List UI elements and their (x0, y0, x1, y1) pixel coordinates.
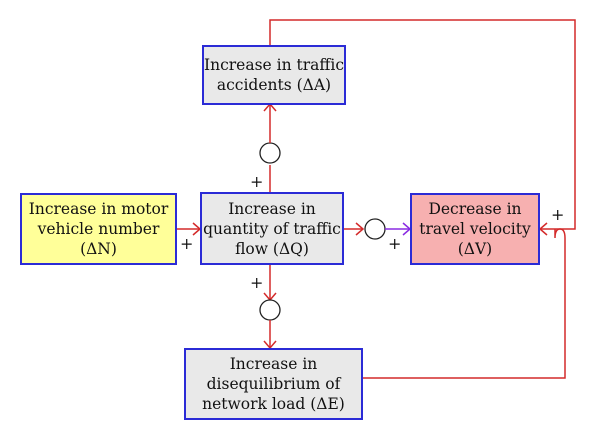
arrowhead-circle-right (355, 222, 365, 236)
plus-sign-velocity-right: + (551, 205, 565, 224)
junction-circle-right (364, 218, 386, 240)
junction-circle-down (259, 299, 281, 321)
node-label-line: disequilibrium of (206, 375, 341, 393)
node-label-line: Increase in traffic (203, 56, 345, 74)
node-network-load-disequilibrium: Increase in disequilibrium of network lo… (184, 348, 363, 420)
node-label-line: travel velocity (419, 220, 531, 238)
node-travel-velocity: Decrease in travel velocity (ΔV) (410, 193, 540, 265)
plus-sign-down: + (250, 273, 264, 292)
node-traffic-flow: Increase in quantity of traffic flow (ΔQ… (200, 192, 344, 265)
node-label-line: Increase in motor (28, 200, 169, 218)
node-motor-vehicle-number: Increase in motor vehicle number (ΔN) (20, 193, 177, 265)
junction-circle-up (259, 142, 281, 164)
feedback-line-accidents (269, 19, 576, 230)
node-label-line: (ΔN) (80, 240, 117, 258)
node-label-line: network load (ΔE) (202, 395, 345, 413)
node-label-line: accidents (ΔA) (216, 76, 332, 94)
plus-sign-right: + (388, 234, 402, 253)
node-label-line: (ΔV) (457, 240, 493, 258)
plus-sign-up: + (250, 172, 264, 191)
node-label-line: Increase in (228, 199, 316, 218)
feedback-line-disequilibrium (363, 228, 566, 379)
node-label-line: Increase in (229, 355, 318, 373)
node-label-line: Decrease in (428, 200, 522, 218)
plus-sign-left: + (180, 234, 194, 253)
node-label-line: vehicle number (37, 220, 160, 238)
node-label-line: quantity of traffic (203, 219, 341, 238)
node-label-line: flow (ΔQ) (235, 239, 309, 258)
arrowhead-velocity-right (538, 222, 548, 236)
node-traffic-accidents: Increase in traffic accidents (ΔA) (202, 45, 346, 105)
